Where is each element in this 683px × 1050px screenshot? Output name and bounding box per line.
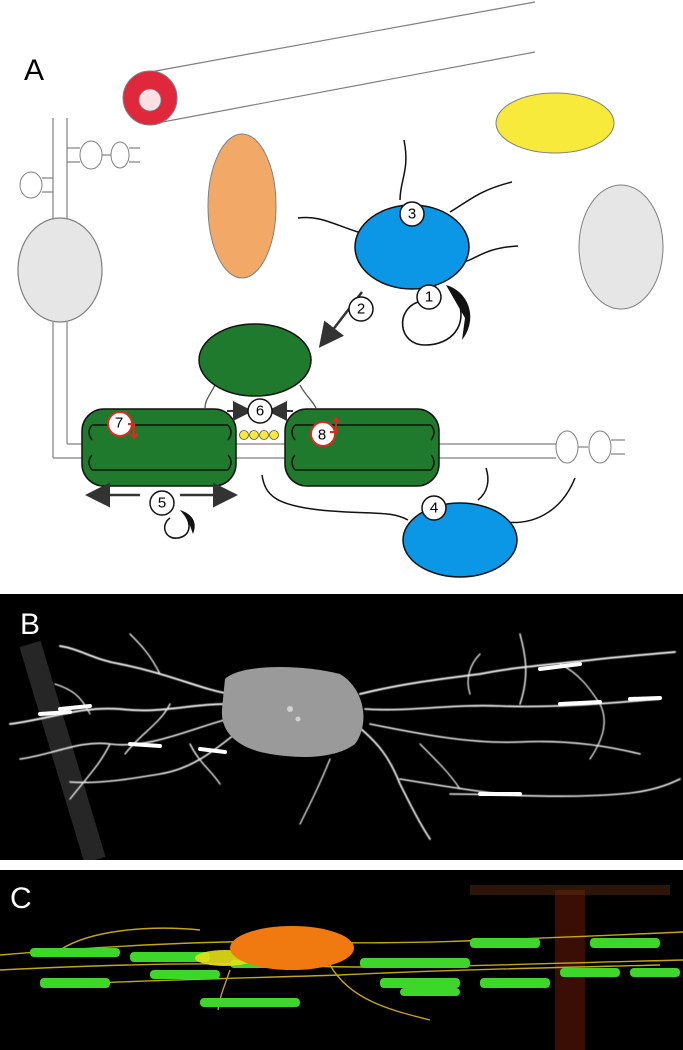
myelin-sheath-left (81, 408, 237, 487)
proliferation-loop-top (401, 285, 471, 346)
marker-5: 5 (149, 490, 175, 516)
oligodendrocyte (198, 323, 317, 409)
panel-a-label: A (24, 54, 44, 87)
astrocyte-cell (207, 133, 277, 279)
svg-text:4: 4 (430, 500, 438, 517)
marker-1: 1 (416, 284, 442, 310)
gray-cell (578, 184, 664, 310)
opc-cell-bottom (261, 467, 576, 578)
panel-b-label: B (20, 608, 40, 641)
myelin-sheath-right (284, 408, 440, 487)
panel-c-label: C (10, 882, 32, 915)
opc-fluorescence-micrograph: B (9, 608, 681, 860)
neuron (17, 118, 625, 464)
svg-text:3: 3 (408, 206, 416, 223)
opc-soma (221, 667, 364, 757)
panel-c-fluorescence-image: C (0, 870, 683, 1050)
svg-text:1: 1 (425, 289, 433, 306)
oligodendrocyte-fluorescence-micrograph: C (0, 882, 683, 1050)
node-channels (239, 430, 279, 440)
marker-4: 4 (421, 495, 447, 521)
svg-text:8: 8 (318, 427, 326, 444)
sheath-loop (163, 510, 195, 539)
svg-text:6: 6 (256, 403, 264, 420)
svg-text:2: 2 (357, 301, 365, 318)
panel-a-schematic: A (17, 1, 664, 578)
panel-b-fluorescence-image: B (0, 594, 683, 860)
yellow-cell (495, 92, 615, 154)
schematic-diagram: A (17, 1, 664, 578)
marker-2: 2 (348, 296, 374, 322)
marker-7: 7 (107, 411, 138, 440)
capillary-vessel (122, 1, 536, 126)
oligodendrocyte-soma (230, 926, 354, 970)
marker-3: 3 (399, 201, 425, 227)
svg-text:7: 7 (115, 415, 123, 432)
marker-8: 8 (310, 416, 340, 447)
svg-text:5: 5 (158, 495, 166, 512)
marker-6: 6 (247, 398, 273, 424)
